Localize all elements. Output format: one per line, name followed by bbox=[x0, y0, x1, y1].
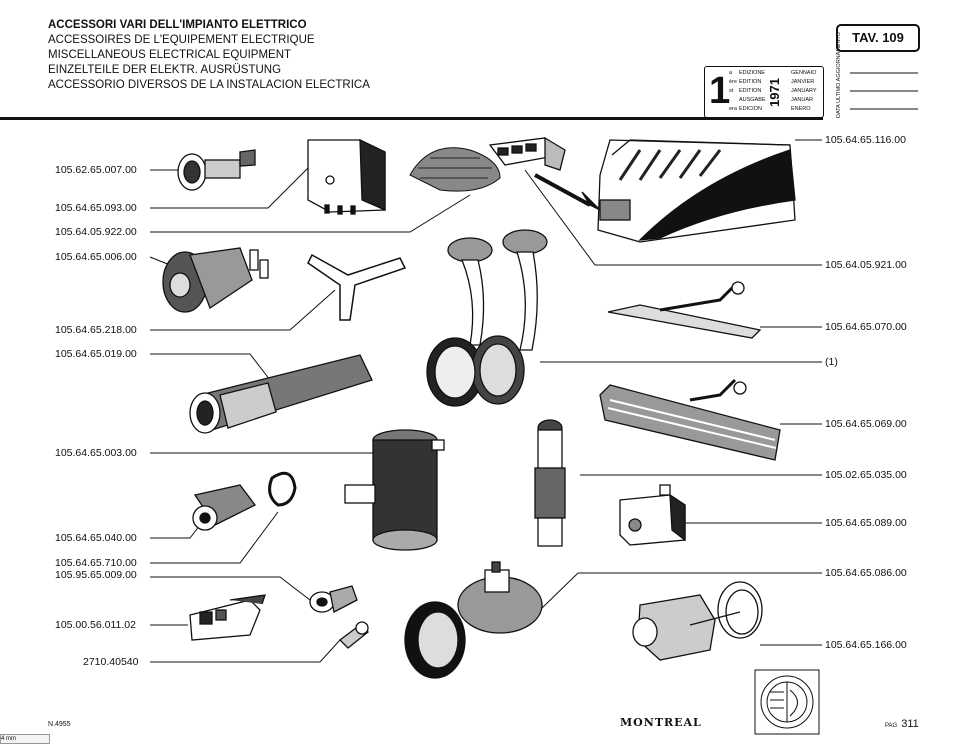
flasher-box-drawing bbox=[619, 484, 686, 546]
horns-drawing bbox=[426, 229, 548, 407]
title-french: ACCESSOIRES DE L'EQUIPEMENT ELECTRIQUE bbox=[48, 34, 315, 46]
compressor-horn-drawing bbox=[404, 561, 543, 679]
title-italian: ACCESSORI VARI DELL'IMPIANTO ELETTRICO bbox=[48, 19, 307, 31]
part-number: 105.64.05.921.00 bbox=[825, 259, 907, 271]
edition-number: 1 bbox=[709, 70, 731, 112]
part-number: 105.64.65.006.00 bbox=[55, 251, 137, 263]
part-number: 105.64.05.922.00 bbox=[55, 226, 137, 238]
leader-lines bbox=[149, 72, 918, 663]
part-number: 105.64.65.003.00 bbox=[55, 447, 137, 459]
title-english: MISCELLANEOUS ELECTRICAL EQUIPMENT bbox=[48, 49, 292, 61]
part-number: 105.64.65.040.00 bbox=[55, 532, 137, 544]
part-number: 105.64.65.069.00 bbox=[825, 418, 907, 430]
toggle-switch-drawing bbox=[189, 594, 266, 641]
part-number: 105.64.65.019.00 bbox=[55, 348, 137, 360]
title-block: ACCESSORI VARI DELL'IMPIANTO ELETTRICO A… bbox=[48, 18, 370, 93]
wiper-blade-drawing bbox=[607, 281, 762, 339]
title-spanish: ACCESSORIO DIVERSOS DE LA INSTALACION EL… bbox=[48, 79, 370, 91]
cigar-lighter-drawing bbox=[534, 419, 566, 547]
model-logo: MONTREAL bbox=[620, 716, 702, 729]
wire-mesh-drawing bbox=[409, 147, 501, 192]
connector-drawing bbox=[488, 136, 601, 211]
page-prefix: PAG bbox=[885, 723, 898, 729]
part-number: 105.95.65.009.00 bbox=[55, 569, 137, 581]
bulb-drawing bbox=[339, 621, 370, 649]
part-note: (1) bbox=[825, 356, 838, 368]
part-number: 105.64.65.116.00 bbox=[825, 134, 906, 146]
page-number: 311 bbox=[901, 718, 919, 730]
part-number: 105.64.65.093.00 bbox=[55, 202, 137, 214]
table-label: TAV. 109 bbox=[836, 24, 920, 52]
part-number: 105.02.65.035.00 bbox=[825, 469, 907, 481]
lighter-tube-drawing bbox=[189, 354, 373, 434]
header-rule bbox=[0, 117, 823, 120]
corner-tab[interactable]: 4 mm bbox=[0, 734, 50, 744]
control-unit-drawing bbox=[597, 139, 796, 243]
part-number: 2710.40540 bbox=[83, 656, 139, 668]
thermostat-drawing bbox=[632, 581, 763, 661]
key-cylinder-drawing bbox=[309, 585, 358, 613]
lock-clamp-drawing bbox=[192, 471, 297, 531]
part-number: 105.64.65.070.00 bbox=[825, 321, 907, 333]
drawing-code: N.4955 bbox=[48, 721, 71, 728]
emblem-drawing bbox=[754, 669, 820, 735]
part-number: 105.64.65.218.00 bbox=[55, 324, 137, 336]
part-number: 105.64.65.710.00 bbox=[55, 557, 137, 569]
part-number: 105.64.65.166.00 bbox=[825, 639, 907, 651]
title-german: EINZELTEILE DER ELEKTR. AUSRÜSTUNG bbox=[48, 64, 282, 76]
small-switch-drawing bbox=[177, 149, 256, 191]
ignition-switch-drawing bbox=[162, 247, 269, 313]
part-number: 105.64.65.089.00 bbox=[825, 517, 907, 529]
coil-drawing bbox=[344, 429, 445, 551]
relay-box-drawing bbox=[307, 138, 386, 215]
y-connector-drawing bbox=[307, 253, 407, 321]
part-number: 105.64.65.086.00 bbox=[825, 567, 907, 579]
light-bar-drawing bbox=[599, 378, 781, 461]
part-number: 105.62.65.007.00 bbox=[55, 164, 137, 176]
part-number: 105.00.56.011.02 bbox=[55, 619, 136, 631]
